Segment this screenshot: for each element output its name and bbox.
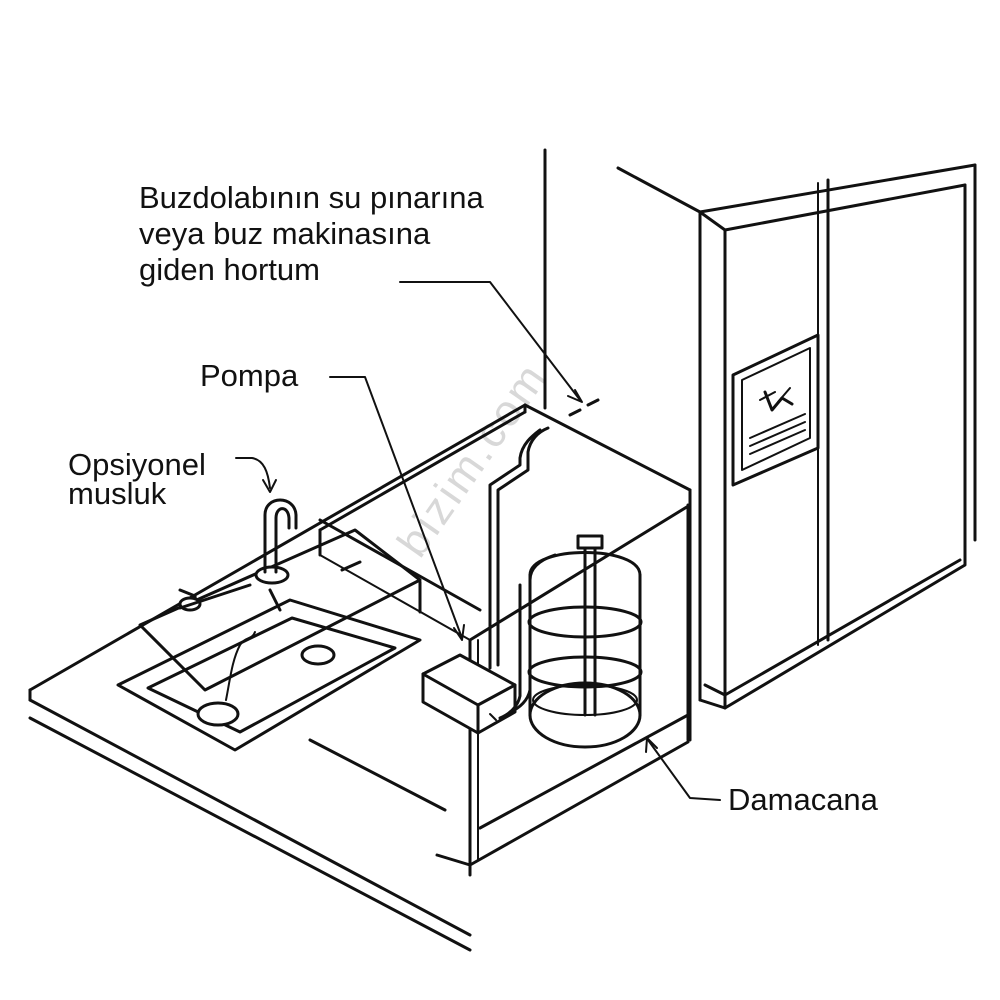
- sink: [116, 528, 422, 752]
- cabinet-corner: [435, 148, 692, 877]
- watermark: bizim.com: [388, 353, 557, 565]
- refrigerator: [616, 163, 977, 710]
- label-faucet-line1: Opsiyonel: [68, 447, 206, 482]
- label-faucet-line2: musluk: [68, 476, 167, 511]
- label-hose-line3: giden hortum: [139, 252, 320, 287]
- pump: [421, 653, 517, 735]
- water-dispenser: [731, 333, 820, 487]
- label-pump: Pompa: [200, 358, 299, 393]
- label-hose-line2: veya buz makinasına: [139, 216, 431, 251]
- label-bottle: Damacana: [728, 782, 879, 817]
- optional-faucet: [254, 498, 298, 585]
- water-bottle: [527, 534, 643, 749]
- label-hose-line1: Buzdolabının su pınarına: [139, 180, 484, 215]
- leader-lines: [235, 281, 721, 801]
